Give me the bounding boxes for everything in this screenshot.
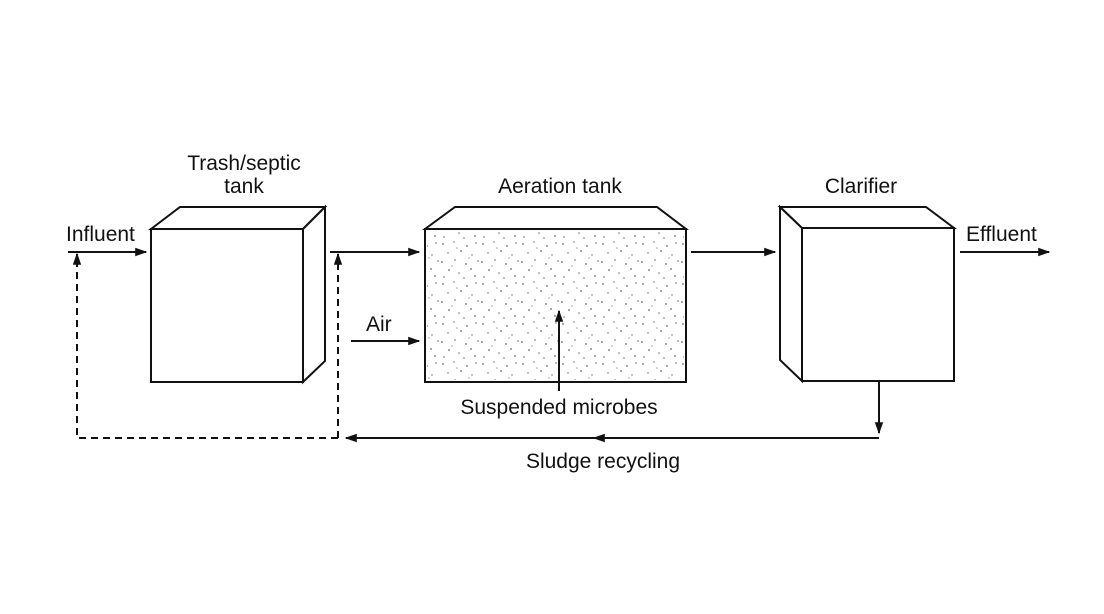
clarifier-top	[777, 206, 957, 229]
sludge-recycling-label: Sludge recycling	[526, 450, 680, 473]
clarifier	[777, 204, 957, 384]
aeration-tank-top	[421, 206, 689, 230]
clarifier-label: Clarifier	[825, 175, 897, 198]
suspended-microbes-label: Suspended microbes	[460, 396, 657, 419]
clarifier-side	[779, 204, 803, 384]
air-label: Air	[366, 313, 392, 336]
influent-label: Influent	[66, 223, 135, 246]
trash-septic-tank	[148, 204, 328, 385]
aeration-tank-microbes-texture	[427, 231, 684, 380]
trash-tank-front	[150, 228, 304, 383]
dashed-recycle-to-influent	[76, 262, 338, 439]
aeration-tank-label: Aeration tank	[498, 175, 622, 198]
trash-tank-top	[148, 206, 328, 230]
aeration-tank	[421, 206, 689, 383]
clarifier-front	[801, 227, 955, 382]
trash-septic-label-line1: Trash/septic	[187, 152, 301, 175]
effluent-label: Effluent	[966, 223, 1037, 246]
trash-tank-side	[302, 204, 326, 385]
trash-septic-label-line2: tank	[224, 175, 264, 198]
